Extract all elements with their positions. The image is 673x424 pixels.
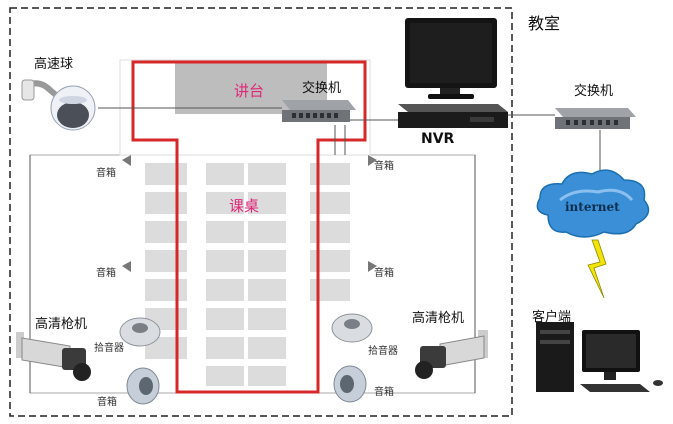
nvr-label: NVR (421, 131, 455, 147)
lightning-icon (587, 239, 607, 299)
client-label: 客户端 (532, 310, 572, 325)
nvr-icon (398, 104, 508, 128)
pickup-label-left: 拾音器 (94, 343, 124, 354)
switch-outside-label: 交换机 (574, 84, 614, 99)
speaker-right-icon (333, 365, 367, 403)
speaker-label-bottom-right: 音箱 (374, 387, 394, 398)
pickup-left-icon (119, 317, 161, 347)
desks-label: 课桌 (229, 197, 260, 215)
speaker-label-mid-right: 音箱 (374, 268, 394, 279)
hd-camera-left-label: 高清枪机 (35, 317, 88, 332)
room-label: 教室 (528, 14, 561, 33)
cable-route (131, 60, 367, 394)
hd-camera-left-icon (16, 332, 91, 381)
ptz-camera-label: 高速球 (34, 57, 74, 72)
monitor-icon (405, 18, 497, 99)
speaker-label-bottom-left: 音箱 (97, 397, 117, 408)
client-computer-icon (536, 322, 663, 392)
classroom-boundary (9, 7, 513, 417)
speaker-label-mid-left: 音箱 (96, 268, 116, 279)
speaker-label-top-right: 音箱 (374, 161, 394, 172)
speaker-label-top-left: 音箱 (96, 168, 116, 179)
internet-label: internet (565, 200, 620, 214)
speaker-left-icon (126, 367, 160, 405)
switch-inside-label: 交换机 (302, 81, 342, 96)
ptz-camera-icon (21, 79, 96, 131)
hd-camera-right-label: 高清枪机 (412, 311, 465, 326)
wall-speakers (122, 155, 377, 272)
pickup-right-icon (331, 313, 373, 343)
pickup-label-right: 拾音器 (368, 346, 398, 357)
switch-outside-icon (555, 108, 636, 129)
internet-cloud-icon (536, 169, 650, 238)
switch-inside-icon (282, 100, 356, 122)
hd-camera-right-icon (415, 330, 488, 379)
podium-label: 讲台 (234, 82, 265, 100)
